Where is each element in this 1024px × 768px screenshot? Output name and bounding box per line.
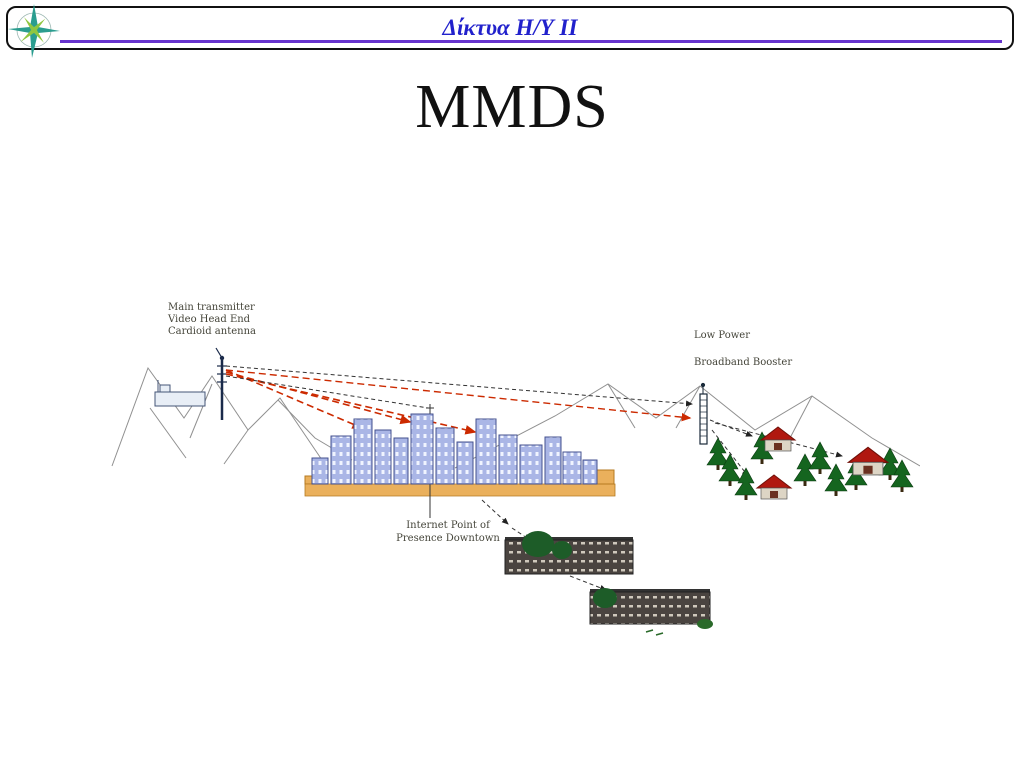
transmitter-label-line3: Cardioid antenna (168, 326, 256, 337)
mountains (111, 366, 920, 469)
city-buildings (304, 404, 616, 518)
booster-label-line1: Low Power (694, 330, 750, 341)
mmds-diagram: Main transmitter Video Head End Cardioid… (111, 302, 920, 636)
transmitter-label-line1: Main transmitter (168, 302, 255, 313)
downlink-arrows (481, 499, 607, 591)
slide-title: MMDS (415, 73, 609, 141)
header: Δίκτυα Η/Υ ΙΙ (6, 6, 1014, 50)
booster-antenna (699, 382, 708, 445)
header-title: Δίκτυα Η/Υ ΙΙ (442, 15, 578, 40)
booster-label-line2: Broadband Booster (694, 357, 792, 368)
header-underline (60, 40, 1002, 43)
transmitter-tower (154, 347, 227, 420)
pop-label-line1: Internet Point of (406, 520, 491, 531)
pop-label-line2: Presence Downtown (396, 533, 500, 544)
logo-icon (8, 4, 60, 58)
apartment-buildings (504, 531, 713, 636)
transmitter-label-line2: Video Head End (167, 314, 251, 325)
